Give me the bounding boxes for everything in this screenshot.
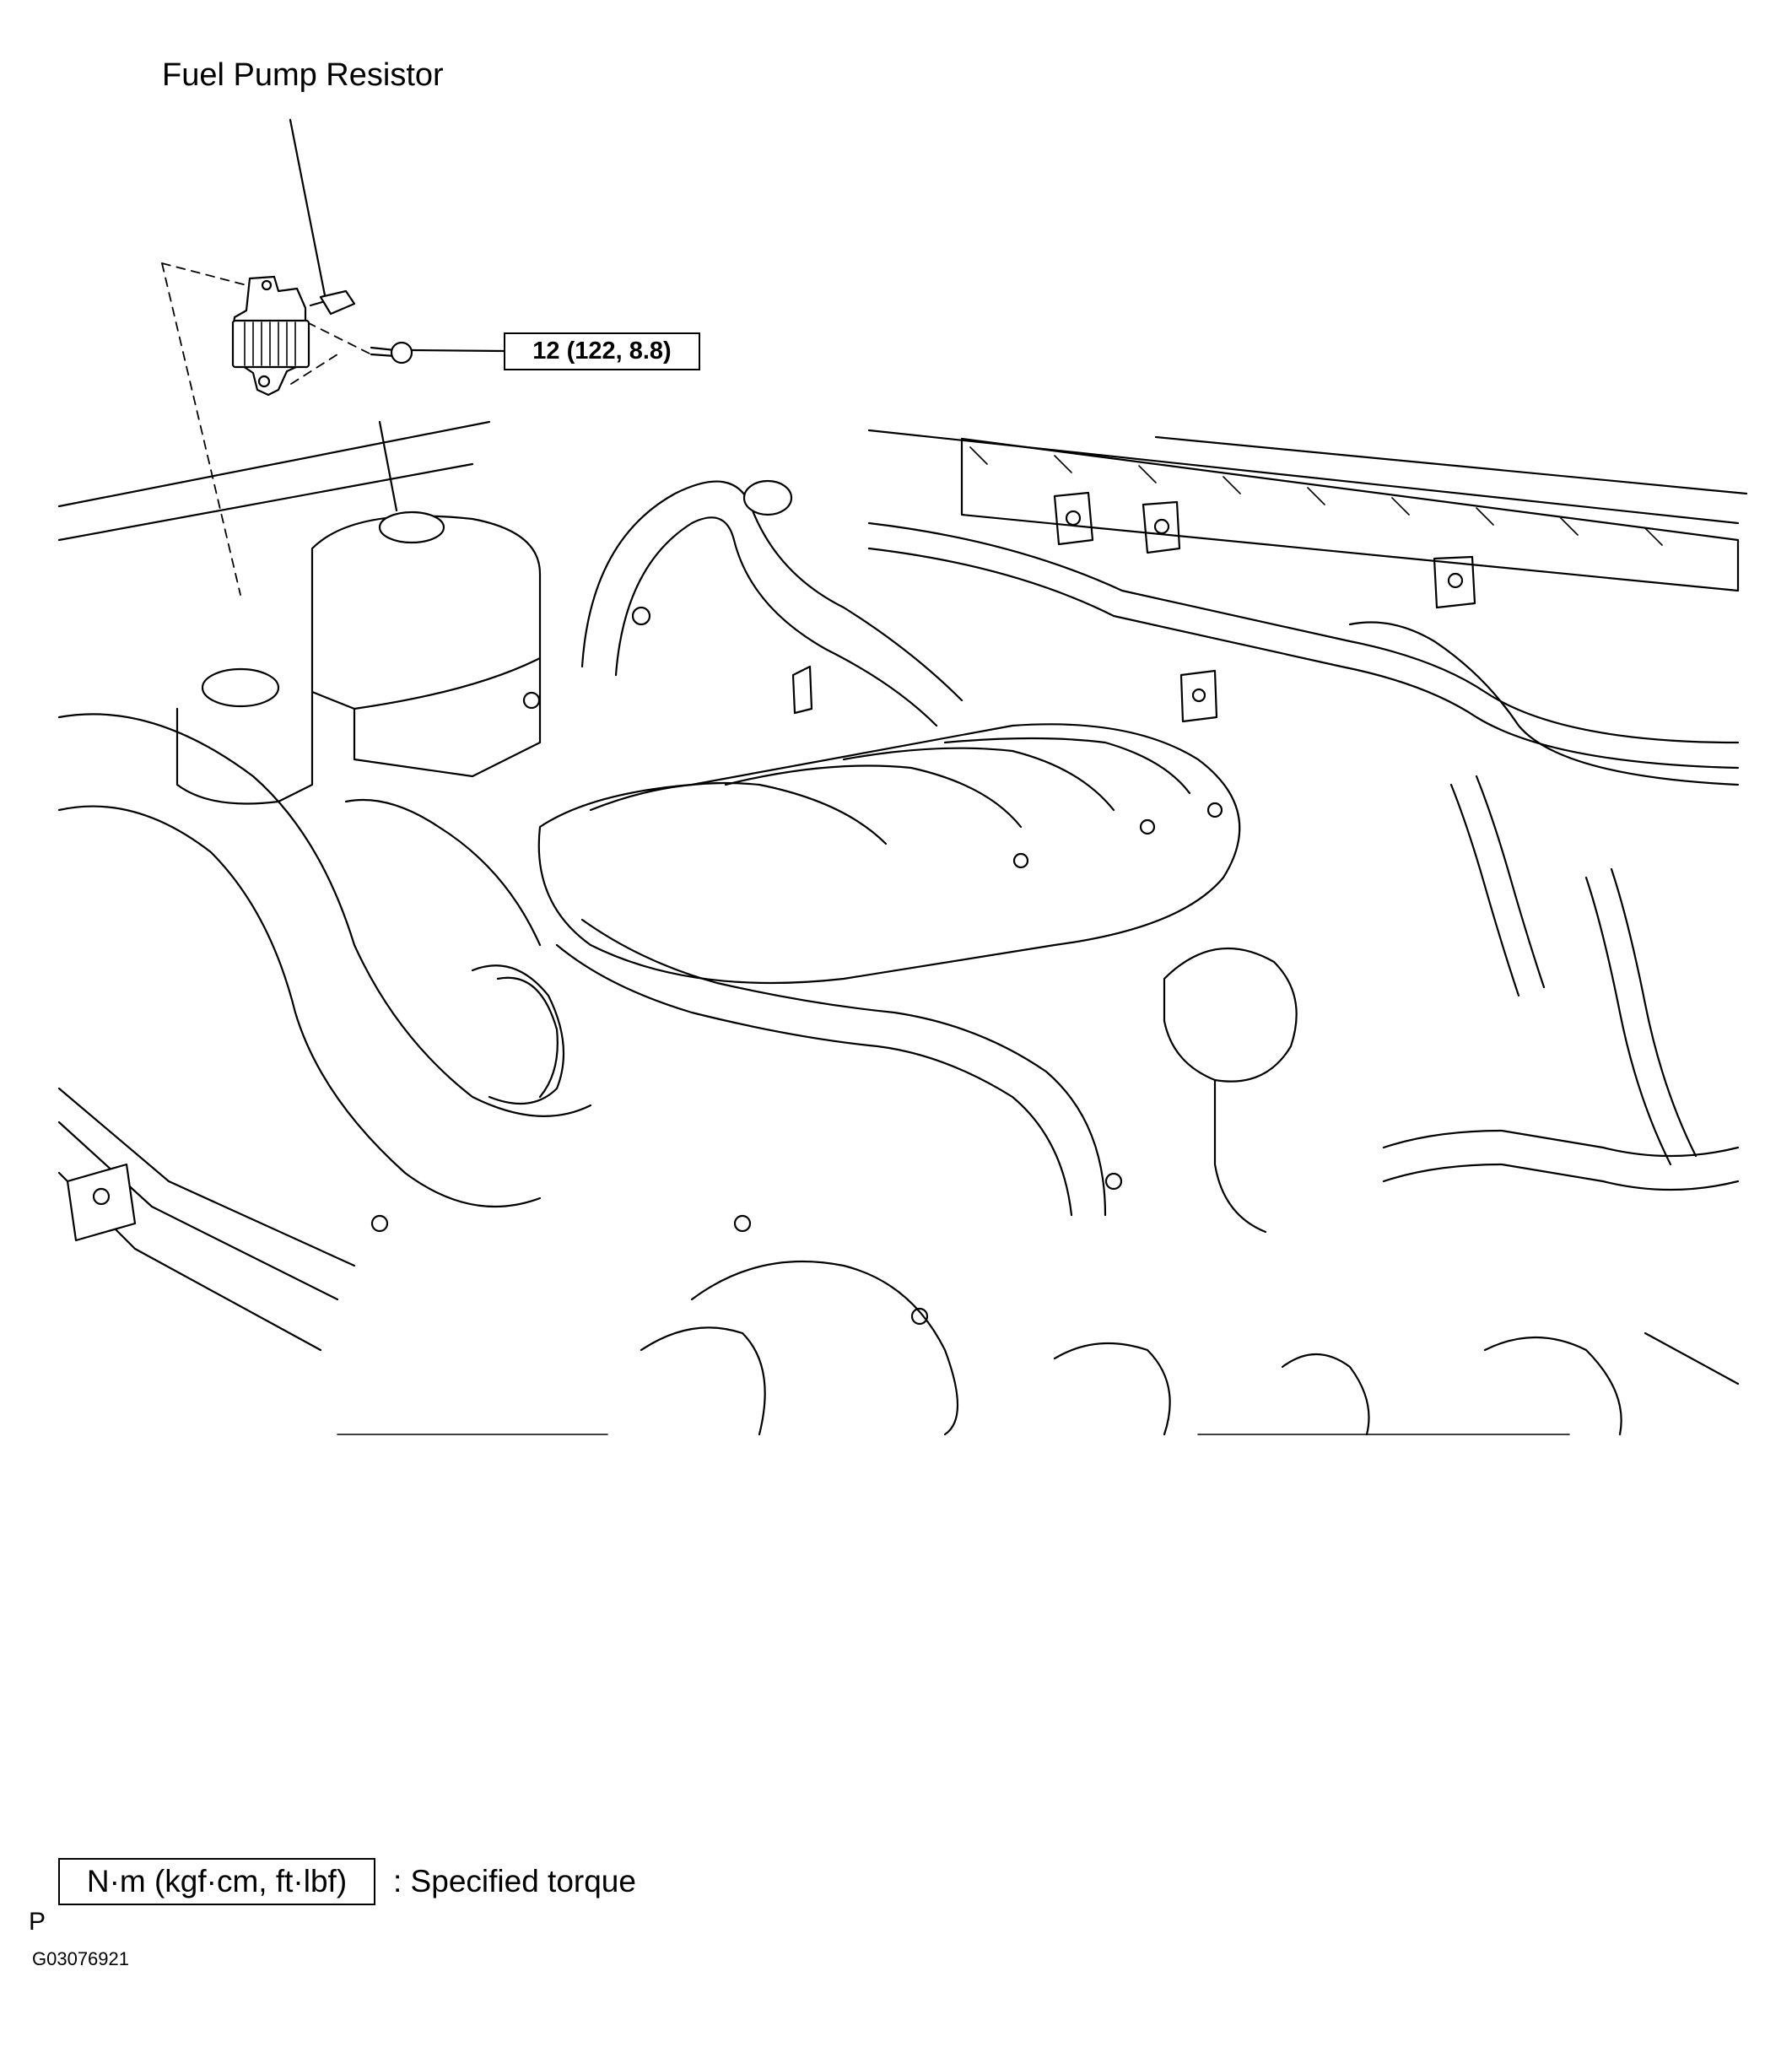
- engine-bay: [57, 420, 1748, 1436]
- fuel-pump-resistor-part: [231, 275, 356, 397]
- figure-code: G03076921: [32, 1948, 129, 1969]
- torque-leader-line: [410, 348, 505, 353]
- torque-callout: 12 (122, 8.8): [504, 332, 700, 370]
- mounting-bolt: [370, 341, 413, 365]
- corner-mark: P: [29, 1908, 46, 1936]
- torque-unit-legend-box: N·m (kgf·cm, ft·lbf): [58, 1858, 375, 1905]
- fuel-pump-resistor-label: Fuel Pump Resistor: [162, 57, 444, 93]
- part-leader-line: [289, 118, 327, 297]
- torque-legend-description: : Specified torque: [393, 1864, 636, 1898]
